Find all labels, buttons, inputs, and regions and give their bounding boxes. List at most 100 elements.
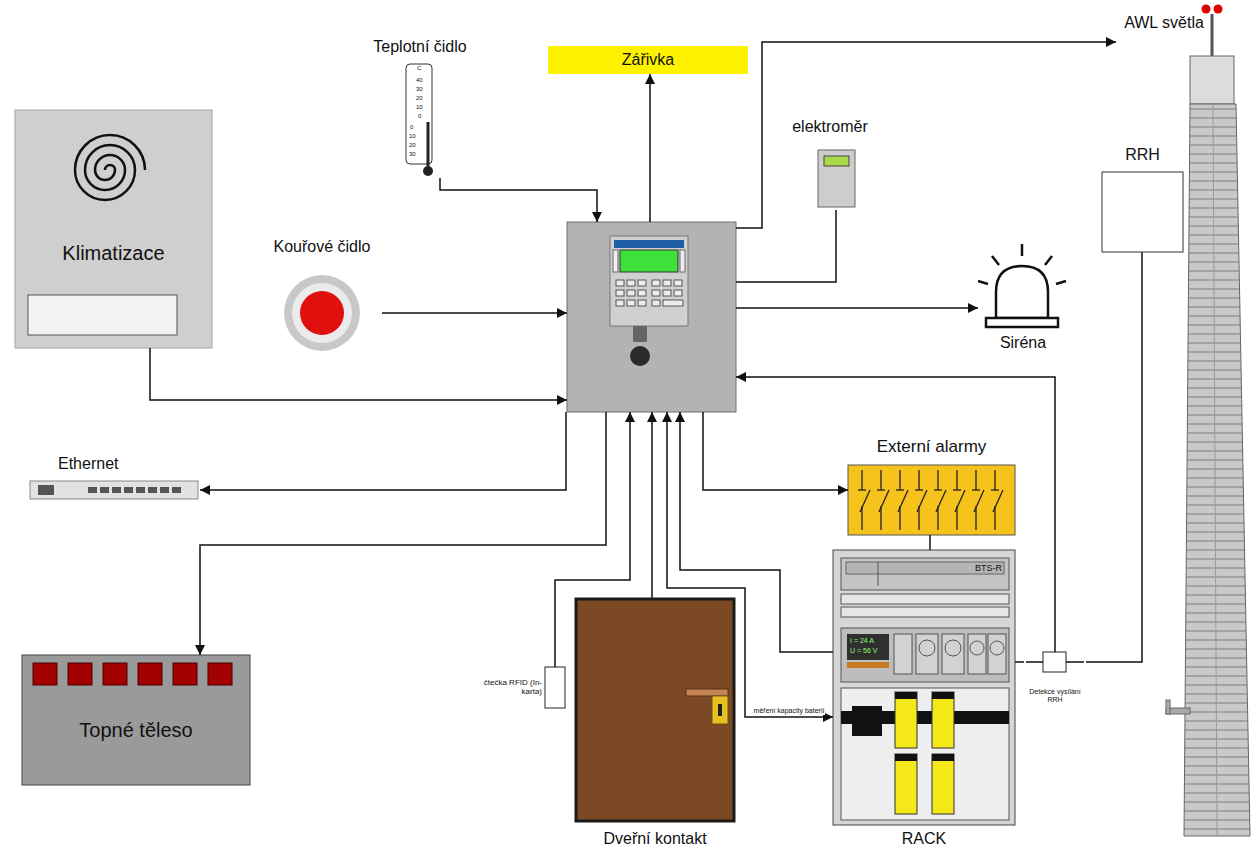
scale-number: 10: [416, 104, 423, 111]
rack-node: RACK: [833, 550, 1015, 850]
controller-cabinet-part-part: [663, 290, 671, 296]
ethernet-switch-part: [88, 487, 181, 493]
external-alarms-panel-part-part: [918, 506, 919, 530]
external-alarms-panel-part-part: [934, 489, 942, 490]
controller-cabinet-part-part: [627, 280, 635, 286]
rack-cabinet-part: [988, 634, 1006, 674]
rfid-reader-part: [554, 662, 556, 667]
smoke-sensor: Kouřové čidlo: [262, 238, 382, 353]
thermometer-part: [427, 122, 430, 166]
node-label: RACK: [902, 830, 946, 848]
rack-cabinet-part-part: [895, 754, 917, 814]
signal-connector: [667, 412, 833, 717]
mast-tower-part: [1202, 5, 1211, 14]
ethernet-switch-part: [30, 481, 198, 499]
node-label: Siréna: [1000, 334, 1046, 352]
rrh-box: [1102, 172, 1183, 252]
heater: [22, 655, 250, 785]
air-conditioner-part: [15, 110, 212, 348]
rrh-detection-box-part: [1026, 661, 1043, 663]
rrh-detection-box-part: [1066, 661, 1084, 663]
external-alarms-panel-part-part: [861, 470, 862, 490]
signal-connector: [703, 412, 848, 490]
ethernet-switch-part-part: [148, 487, 157, 493]
scale-number: 30: [409, 151, 416, 158]
door-part: [686, 689, 728, 696]
ethernet-switch-part-part: [124, 487, 133, 493]
rack-cabinet-part: [945, 640, 961, 656]
external-alarms-panel-part-part: [937, 506, 938, 530]
signal-connector: [1086, 252, 1142, 662]
ethernet-switch-part-part: [136, 487, 145, 493]
rack-cabinet-part-part: [932, 754, 954, 814]
heater-part: [22, 655, 250, 785]
external-alarms-panel: [848, 465, 1015, 535]
signal-connector: [200, 412, 606, 655]
rrh-box-part: [1102, 172, 1183, 252]
signal-connector: [680, 412, 833, 652]
air-conditioner: [15, 110, 212, 348]
external-alarms-panel-part-part: [899, 470, 900, 490]
signal-connector: [440, 178, 597, 222]
external-alarms-panel-part-part: [918, 470, 919, 490]
rack-cabinet-part-part: [895, 754, 917, 761]
rack-cabinet-part: [970, 641, 984, 655]
external-alarms-panel-part: [858, 470, 1003, 530]
controller-cabinet-part-part: [616, 300, 624, 306]
detection-node: Detekce vysílání RRH: [1024, 652, 1086, 704]
siren-icon-part: [1021, 244, 1024, 256]
mast-tower-part: [1184, 104, 1250, 836]
heater-part-part: [208, 663, 232, 685]
device-label: I = 24 A: [850, 637, 874, 645]
external-alarms-panel-part-part: [880, 470, 881, 490]
external-alarms-panel-part-part: [937, 470, 938, 490]
rrh-detection-box-part: [1043, 652, 1066, 672]
scale-number: 40: [416, 77, 423, 84]
signal-connector: [736, 377, 1055, 652]
controller-cabinet-part-part: [638, 280, 646, 286]
siren-icon-part: [1045, 256, 1052, 265]
signal-connector: [736, 307, 978, 309]
rack-cabinet-part-part: [932, 754, 954, 761]
door-node: Dveřní kontakt: [575, 598, 735, 852]
signal-connector: [929, 535, 931, 550]
siren-icon-part: [986, 318, 1058, 327]
rack-cabinet-part: [846, 562, 1004, 574]
controller-cabinet-part: [567, 222, 736, 412]
siren-icon-part: [992, 256, 999, 265]
node-label: Externí alarmy: [877, 437, 987, 457]
rack-cabinet-part: [968, 634, 986, 674]
scale-number: 10: [409, 133, 416, 140]
ethernet-switch: [30, 481, 198, 499]
alarms-node: Externí alarmy: [848, 437, 1015, 535]
rack-cabinet-part: [942, 634, 964, 674]
controller-cabinet-part: [616, 280, 683, 306]
controller-cabinet-part: [620, 250, 678, 272]
signal-connector: [200, 412, 566, 490]
node-label: RRH: [1125, 146, 1160, 164]
device-label: U = 56 V: [850, 647, 877, 655]
external-alarms-panel-part-part: [975, 470, 976, 490]
rrh-node: RRH: [1102, 146, 1183, 252]
rack-cabinet-part: [833, 550, 1015, 825]
rfid-reader-part: [545, 667, 565, 708]
scale-number: C: [417, 65, 421, 72]
node-label: Dveřní kontakt: [603, 830, 706, 848]
electricity-meter-part: [824, 156, 849, 166]
heater-part-part: [103, 663, 127, 685]
ethernet-switch-part-part: [88, 487, 97, 493]
rack-cabinet-part: [841, 607, 1009, 617]
rack-cabinet-part: [878, 562, 879, 586]
rack-cabinet-part: [990, 641, 1004, 655]
node-label: Kouřové čidlo: [274, 238, 371, 256]
rack-cabinet-part: [841, 688, 1009, 820]
fluorescent-lamp: [548, 46, 748, 74]
heater-part-part: [173, 663, 197, 685]
aircon-box: Klimatizace: [15, 110, 212, 348]
signal-connector: [1015, 661, 1024, 663]
siren-icon-part: [1056, 281, 1066, 284]
ethernet-switch-part-part: [100, 487, 109, 493]
electricity-meter-part: [818, 150, 855, 207]
